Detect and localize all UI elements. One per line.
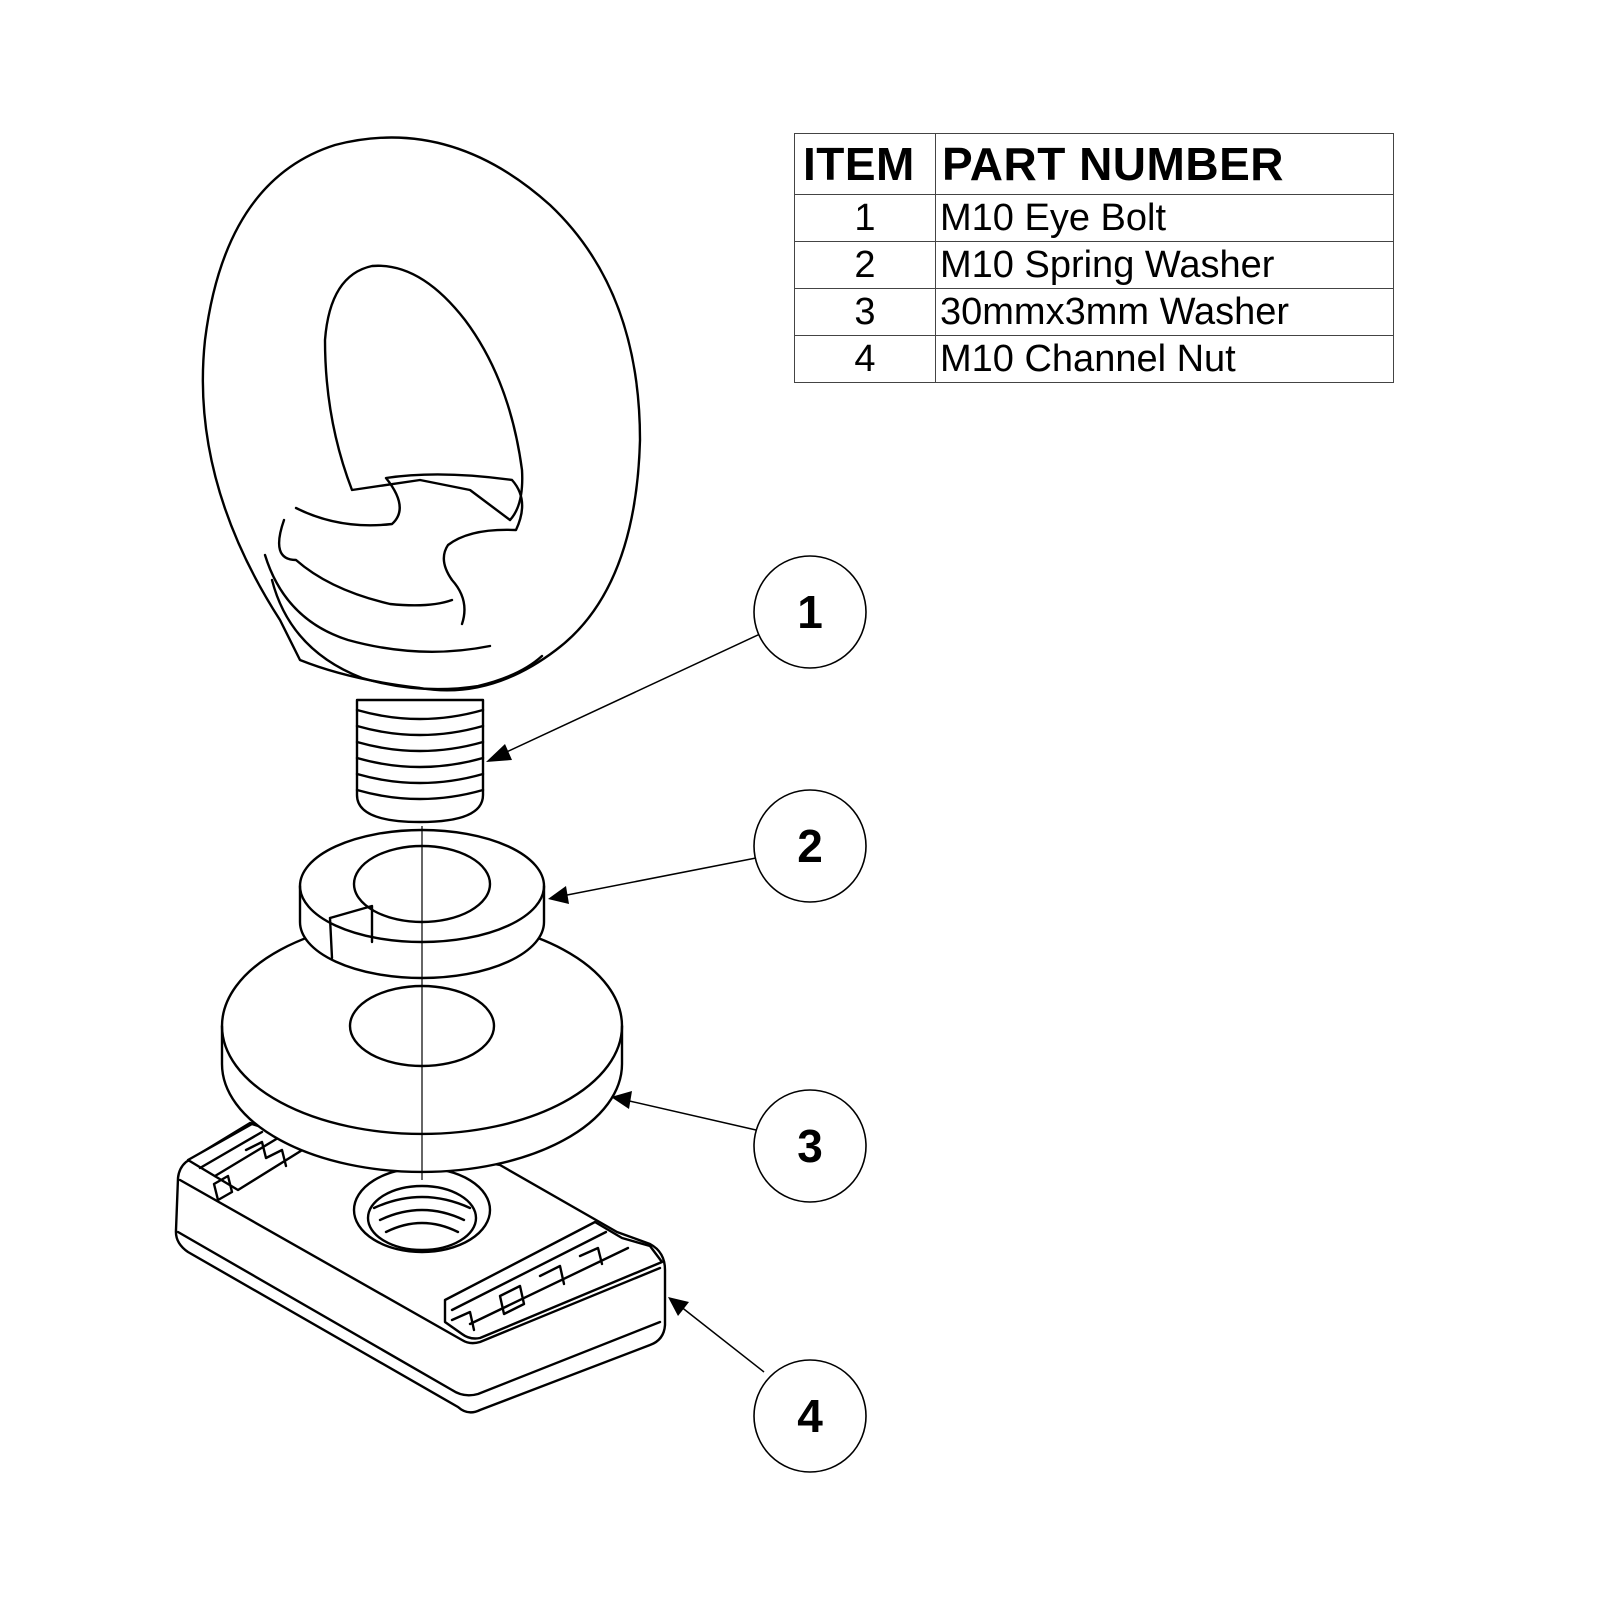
bom-header-part-number: PART NUMBER <box>935 133 1394 195</box>
bom-item-number: 2 <box>794 241 936 289</box>
arrowhead-1 <box>486 744 512 762</box>
balloon-2-label: 2 <box>797 820 823 872</box>
table-row: 4 M10 Channel Nut <box>794 335 1394 383</box>
channel-nut <box>174 1121 667 1414</box>
bom-item-number: 3 <box>794 288 936 336</box>
table-row: 1 M10 Eye Bolt <box>794 194 1394 242</box>
arrowhead-3 <box>611 1091 632 1109</box>
balloon-4-circle <box>753 1359 867 1473</box>
leader-lines <box>486 633 765 1373</box>
leader-1 <box>497 633 761 757</box>
balloon-1-circle <box>753 555 867 669</box>
balloon-3-circle <box>753 1089 867 1203</box>
bom-part-number: M10 Channel Nut <box>935 335 1394 383</box>
balloon-4: 4 <box>753 1359 867 1473</box>
eye-bolt <box>201 136 642 824</box>
bom-header-item: ITEM <box>794 133 936 195</box>
bom-part-number: M10 Eye Bolt <box>935 194 1394 242</box>
arrowhead-2 <box>548 886 569 904</box>
balloon-1: 1 <box>753 555 867 669</box>
bom-item-number: 1 <box>794 194 936 242</box>
leader-4 <box>679 1305 765 1373</box>
bom-item-number: 4 <box>794 335 936 383</box>
leader-3 <box>624 1099 757 1131</box>
bill-of-materials-table: ITEM PART NUMBER 1 M10 Eye Bolt 2 M10 Sp… <box>794 133 1394 383</box>
balloon-2: 2 <box>753 789 867 903</box>
table-row: 2 M10 Spring Washer <box>794 241 1394 289</box>
table-row: 3 30mmx3mm Washer <box>794 288 1394 336</box>
balloon-1-label: 1 <box>797 586 823 638</box>
leader-2 <box>561 857 757 897</box>
arrowhead-4 <box>668 1297 689 1316</box>
balloon-4-label: 4 <box>797 1390 823 1442</box>
balloon-3: 3 <box>753 1089 867 1203</box>
balloon-3-label: 3 <box>797 1120 823 1172</box>
bom-header-row: ITEM PART NUMBER <box>794 133 1394 195</box>
balloon-2-circle <box>753 789 867 903</box>
bom-part-number: M10 Spring Washer <box>935 241 1394 289</box>
bom-part-number: 30mmx3mm Washer <box>935 288 1394 336</box>
